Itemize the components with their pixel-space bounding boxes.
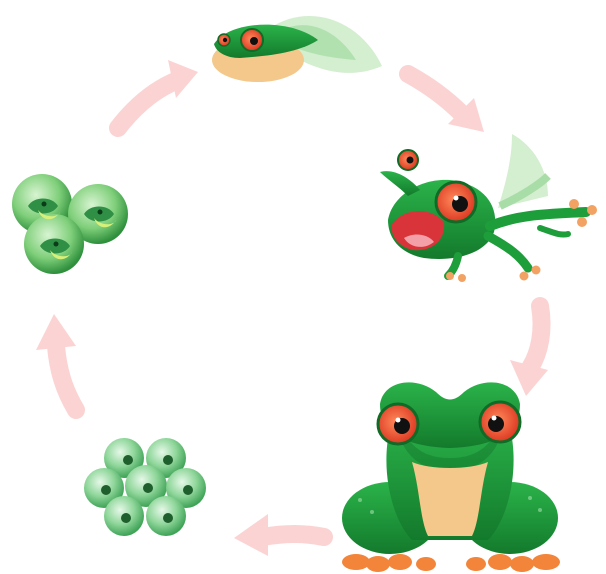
adult-frog-icon xyxy=(342,382,560,572)
arrow-bottom xyxy=(234,514,324,556)
arrow-top-left xyxy=(118,60,198,128)
embryo-eggs-icon xyxy=(12,174,128,274)
tadpole-icon xyxy=(212,16,382,82)
arrow-right xyxy=(510,306,548,396)
frogspawn-icon xyxy=(84,438,206,536)
arrow-left xyxy=(36,314,76,410)
arrow-top-right xyxy=(408,74,484,132)
froglet-icon xyxy=(380,134,597,282)
